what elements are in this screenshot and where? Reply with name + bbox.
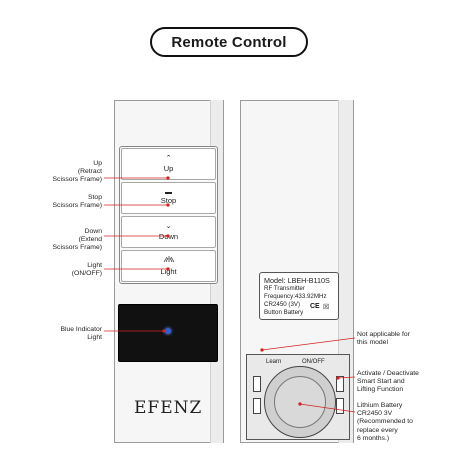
leader-lithium-battery (299, 403, 356, 413)
model-line-frequency: Frequency:433.92MHz (264, 293, 327, 300)
brand-logo: EFENZ (134, 398, 203, 418)
model-line-rf: RF Transmitter (264, 285, 305, 292)
leader-stop-dot (166, 203, 170, 207)
onoff-label: ON/OFF (302, 359, 325, 365)
ce-mark-icon: CE (310, 303, 320, 310)
leader-down-dot (166, 234, 170, 238)
onoff-switch-lower[interactable] (336, 398, 344, 414)
leader-lithium-battery-dot (298, 402, 302, 406)
leader-light-dot (166, 267, 170, 271)
leader-smart-start-dot (336, 376, 340, 380)
onoff-switch[interactable] (336, 376, 344, 392)
stop-button[interactable]: Stop (121, 182, 216, 214)
learn-label: Learn (266, 359, 282, 365)
model-line-battery-type: CR2450 (3V) (264, 301, 301, 308)
up-button-label: Up (163, 164, 174, 173)
blue-indicator-light (165, 328, 171, 334)
model-name: Model: LBEH-B110S (264, 276, 330, 285)
learn-switch[interactable] (253, 376, 261, 392)
stop-bar-icon (165, 191, 172, 194)
learn-switch-lower[interactable] (253, 398, 261, 414)
leader-not-applicable-dot (260, 348, 264, 352)
leader-blue-indicator-dot (162, 329, 166, 333)
light-button[interactable]: Light (121, 250, 216, 282)
model-line-button-battery: Button Battery (264, 309, 304, 316)
title-pill: Remote Control (150, 27, 308, 57)
leader-up-dot (166, 176, 170, 180)
leader-smart-start (337, 376, 356, 379)
stop-button-label: Stop (160, 195, 177, 205)
leader-not-applicable (261, 337, 356, 351)
light-rays-icon (163, 256, 175, 265)
chevron-up-icon: ⌃ (165, 155, 172, 162)
weee-bin-icon: ☒ (323, 304, 330, 311)
battery-cell-center (274, 376, 326, 428)
callout-light: Light(ON/OFF) (71, 262, 102, 278)
model-label: Model: LBEH-B110S RF Transmitter Frequen… (259, 272, 339, 320)
chevron-down-icon: ⌄ (165, 223, 172, 230)
page-title: Remote Control (171, 33, 287, 51)
light-button-label: Light (160, 267, 177, 276)
